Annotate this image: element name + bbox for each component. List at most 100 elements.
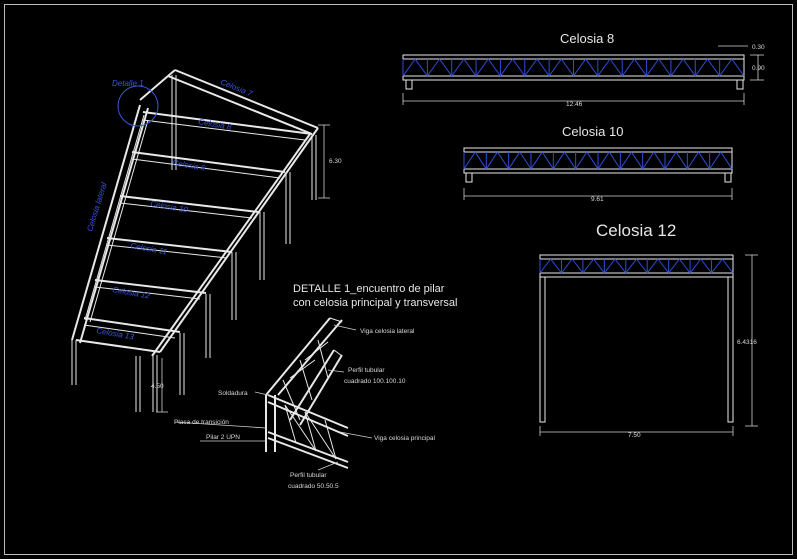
truss-web-member — [582, 258, 595, 274]
detail-1: DETALLE 1_encuentro de pilar con celosia… — [174, 283, 457, 471]
truss-web-member — [575, 151, 588, 170]
iso-dim-4-50 — [156, 358, 168, 413]
celosia-8-web — [402, 58, 745, 77]
detail-title-2: con celosia principal y transversal — [293, 297, 457, 309]
truss-web-member — [552, 151, 565, 170]
truss-web-member — [560, 58, 574, 77]
celosia-10-title: Celosia 10 — [562, 124, 623, 139]
truss-web-member — [561, 258, 573, 274]
label-pilar: Pilar 2 UPN — [206, 434, 240, 441]
label-celosia-10: Celosia 10 — [150, 199, 189, 215]
truss-web-member — [711, 258, 723, 274]
truss-web-member — [653, 151, 666, 170]
celosia-12-web — [539, 258, 734, 274]
truss-web-member — [678, 258, 691, 274]
celosia-12-elevation: Celosia 12 7.50 6.4316 — [539, 221, 758, 439]
truss-9 — [119, 195, 259, 219]
label-perfil-1a: Perfil tubular — [348, 367, 385, 374]
celosia-8-elevation: Celosia 8 12.46 0.30 0.90 — [402, 31, 765, 108]
sheet-border — [4, 4, 793, 555]
truss-web-member — [426, 58, 440, 77]
truss-web-member — [614, 258, 627, 274]
truss-web-member — [731, 58, 745, 77]
truss-web-member — [500, 58, 514, 77]
truss-web-member — [642, 151, 655, 170]
truss-web-member — [675, 151, 688, 170]
label-celosia-13: Celosia 13 — [96, 326, 135, 342]
truss-web-member — [609, 58, 623, 77]
truss-web-member — [698, 151, 711, 170]
truss-8 — [131, 151, 286, 179]
truss-web-member — [720, 151, 733, 170]
truss-web-member — [487, 58, 501, 77]
top-chord-truss — [139, 69, 319, 357]
truss-web-member — [646, 258, 659, 274]
detail-1-circle — [117, 85, 159, 127]
truss-web-member — [475, 58, 489, 77]
c12-height-dim: 6.4316 — [737, 339, 757, 346]
truss-web-member — [636, 258, 648, 274]
truss-web-member — [603, 258, 616, 274]
truss-web-member — [550, 258, 562, 274]
truss-web-member — [670, 58, 684, 77]
label-height-top: 6.30 — [329, 158, 342, 165]
truss-web-member — [463, 58, 477, 77]
truss-web-member — [682, 58, 696, 77]
truss-web-member — [573, 58, 587, 77]
truss-11 — [94, 279, 207, 300]
truss-web-member — [633, 58, 647, 77]
detail-labels: Viga celosia lateral Perfil tubular cuad… — [174, 328, 435, 490]
truss-web-member — [597, 151, 610, 170]
label-placa: Placa de transición — [174, 419, 229, 426]
truss-web-member — [508, 151, 521, 170]
truss-web-member — [694, 58, 708, 77]
label-viga-lateral: Viga celosia lateral — [360, 328, 415, 335]
lateral-truss — [71, 104, 149, 344]
truss-web-member — [539, 258, 552, 274]
truss-web-member — [689, 258, 702, 274]
truss-web-member — [719, 58, 733, 77]
truss-web-member — [497, 151, 510, 170]
truss-web-member — [709, 151, 722, 170]
truss-web-member — [658, 58, 672, 77]
truss-7 — [142, 111, 313, 141]
truss-web-member — [586, 151, 599, 170]
label-viga-principal: Viga celosia principal — [374, 435, 435, 442]
c12-width-dim: 7.50 — [628, 432, 641, 439]
truss-web-member — [721, 258, 734, 274]
label-celosia-12: Celosia 12 — [112, 285, 151, 301]
truss-web-member — [414, 58, 428, 77]
c8-top-dim: 0.30 — [752, 44, 765, 51]
truss-13 — [75, 339, 161, 353]
label-perfil-1b: cuadrado 100.100.10 — [344, 378, 406, 385]
truss-web-member — [625, 258, 637, 274]
label-detalle-1: Detalle 1 — [112, 79, 144, 88]
c10-width-dim: 9.61 — [591, 196, 604, 203]
isometric-structure — [71, 69, 330, 413]
truss-web-member — [585, 58, 599, 77]
label-celosia-8: Celosia 8 — [198, 117, 233, 132]
truss-web-member — [657, 258, 670, 274]
truss-web-member — [536, 58, 550, 77]
truss-web-member — [646, 58, 660, 77]
truss-10 — [106, 237, 233, 259]
iso-dim-6-30 — [318, 124, 330, 199]
truss-web-member — [519, 151, 532, 170]
truss-web-member — [402, 58, 416, 77]
truss-web-member — [597, 58, 611, 77]
cross-trusses — [75, 111, 313, 353]
truss-web-member — [593, 258, 605, 274]
truss-12 — [83, 317, 181, 339]
truss-web-member — [707, 58, 721, 77]
celosia-10-elevation: Celosia 10 9.61 — [463, 124, 733, 203]
c8-depth-dim: 0.90 — [752, 65, 765, 72]
truss-web-member — [548, 58, 562, 77]
label-soldadura: Soldadura — [218, 390, 248, 397]
truss-web-member — [700, 258, 712, 274]
label-height-bottom: 4.50 — [151, 383, 164, 390]
truss-web-member — [631, 151, 644, 170]
truss-web-member — [474, 151, 487, 170]
truss-web-member — [608, 151, 621, 170]
truss-web-member — [571, 258, 584, 274]
